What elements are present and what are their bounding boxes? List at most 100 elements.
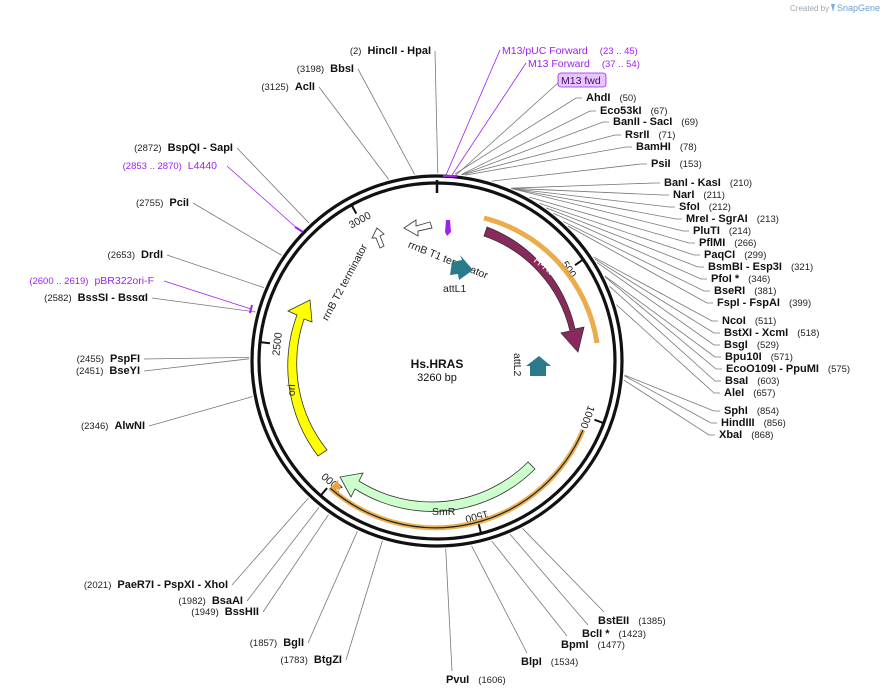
restriction-site-label: RsrII(71) <box>625 129 675 141</box>
attl2-label: attL2 <box>511 353 523 377</box>
orf-arc-lower-head-icon <box>330 480 340 490</box>
restriction-site-label: PflMI(266) <box>699 237 756 249</box>
tick-mark <box>319 487 328 497</box>
restriction-site-label: (2)HincII - HpaI <box>350 45 431 57</box>
primer-box-leader-line <box>454 82 559 177</box>
restriction-site-label: (3125)AclI <box>261 81 315 93</box>
restriction-site-label: BstEII(1385) <box>598 615 666 627</box>
orf-arc-lower-inner <box>329 429 584 529</box>
leader-line <box>511 182 660 189</box>
restriction-site-label: (1982)BsaAI <box>178 595 243 607</box>
restriction-site-label: PvuI(1606) <box>446 674 506 686</box>
restriction-site-label: SphI(854) <box>724 405 779 417</box>
restriction-site-label: BamHI(78) <box>636 141 697 153</box>
leader-line <box>609 286 721 382</box>
restriction-site-label: Eco53kI(67) <box>600 105 668 117</box>
leader-line <box>461 110 596 175</box>
leader-line <box>231 497 309 586</box>
restriction-site-label: (2451)BseYI <box>76 365 140 377</box>
leader-line <box>143 356 250 360</box>
m13-fwd-box-label: M13 fwd <box>561 75 601 87</box>
restriction-site-label: XbaI(868) <box>719 429 773 441</box>
restriction-site-label: FspI - FspAI(399) <box>717 297 811 309</box>
leader-line <box>143 358 250 372</box>
leader-line <box>262 514 329 613</box>
primer-leader-line <box>163 280 252 310</box>
primer-label: M13 Forward(37 .. 54) <box>528 58 640 70</box>
restriction-site-label: HindIII(856) <box>721 417 786 429</box>
restriction-site-label: (1783)BtgZI <box>280 654 342 666</box>
tick-label: 3000 <box>347 210 373 232</box>
tick-mark <box>594 418 605 425</box>
leader-line <box>624 375 717 424</box>
pbr322ori-primer-mark <box>249 304 253 314</box>
leader-line <box>461 121 609 176</box>
leader-line <box>522 528 605 613</box>
leader-line <box>318 86 389 180</box>
tick-mark <box>259 341 271 345</box>
restriction-site-label: (2021)PaeR7I - PspXI - XhoI <box>84 579 228 591</box>
restriction-site-label: BsmBI - Esp3I(321) <box>708 261 813 273</box>
backbone <box>250 174 624 548</box>
restriction-site-label: Bpu10I(571) <box>725 351 793 363</box>
tick-label: 1000 <box>577 404 596 430</box>
l4440-primer-mark <box>294 226 304 233</box>
credit-text: Created by <box>790 4 829 13</box>
restriction-site-label: (2346)AlwNI <box>81 420 145 432</box>
leader-line <box>491 540 568 637</box>
restriction-site-label: (1857)BglI <box>250 637 304 649</box>
leader-line <box>593 256 718 322</box>
primer-label: (2853 .. 2870)L4440 <box>123 160 218 172</box>
restriction-site-label: BanII - SacI(69) <box>613 116 698 128</box>
leader-line <box>539 202 700 256</box>
restriction-site-label: PfoI *(346) <box>711 273 770 285</box>
primer-leader-line <box>226 165 300 231</box>
tick-mark <box>477 523 483 534</box>
tick-mark <box>350 204 358 215</box>
leader-line <box>511 187 669 196</box>
restriction-site-label: BpmI(1477) <box>561 639 625 651</box>
tick-mark <box>574 258 584 266</box>
leader-line <box>434 50 439 174</box>
leader-line <box>596 262 720 346</box>
restriction-site-label: AleI(657) <box>724 387 775 399</box>
restriction-site-label: BsgI(529) <box>724 339 779 351</box>
leader-lines <box>143 49 722 672</box>
snapgene-logo-icon <box>831 4 835 12</box>
leader-line <box>594 258 720 334</box>
leader-line <box>246 507 320 602</box>
leader-line <box>166 254 265 289</box>
smr-label: SmR <box>432 506 456 518</box>
primer-label: (2600 .. 2619)pBR322ori-F <box>29 275 154 287</box>
attl2-site-arrow <box>526 356 551 376</box>
leader-line <box>357 68 415 175</box>
leader-line <box>553 212 707 280</box>
primer-leader-line <box>451 62 527 176</box>
leader-line <box>454 97 582 175</box>
restriction-site-label: (1949)BssHII <box>191 606 259 618</box>
leader-line <box>511 188 675 208</box>
restriction-site-label: EcoO109I - PpuMI(575) <box>726 363 850 375</box>
tick-label: 2500 <box>270 332 284 357</box>
leader-line <box>567 225 713 304</box>
restriction-site-label: PluTI(214) <box>693 225 751 237</box>
leader-line <box>445 548 453 672</box>
restriction-site-label: PaqCI(299) <box>704 249 766 261</box>
restriction-site-label: BseRI(381) <box>714 285 776 297</box>
ori-feature-arrow <box>287 299 328 457</box>
primer-label: M13/pUC Forward(23 .. 45) <box>502 45 638 57</box>
leader-line <box>624 374 720 412</box>
leader-line <box>529 196 695 244</box>
m13-primer-feature-mark <box>445 220 451 236</box>
primer-leader-line <box>445 49 501 176</box>
leader-line <box>491 163 647 182</box>
site-labels: AhdI(50)Eco53kI(67)BanII - SacI(69)RsrII… <box>29 45 850 686</box>
leader-line <box>509 533 589 626</box>
restriction-site-label: (2455)PspFI <box>77 353 140 365</box>
restriction-site-label: BstXI - XcmI(518) <box>724 327 819 339</box>
smr-feature-arrow <box>339 461 536 512</box>
leader-line <box>236 147 310 224</box>
backbone-outer-ring <box>250 174 624 548</box>
restriction-site-label: (2872)BspQI - SapI <box>134 142 233 154</box>
leader-line <box>623 379 715 436</box>
